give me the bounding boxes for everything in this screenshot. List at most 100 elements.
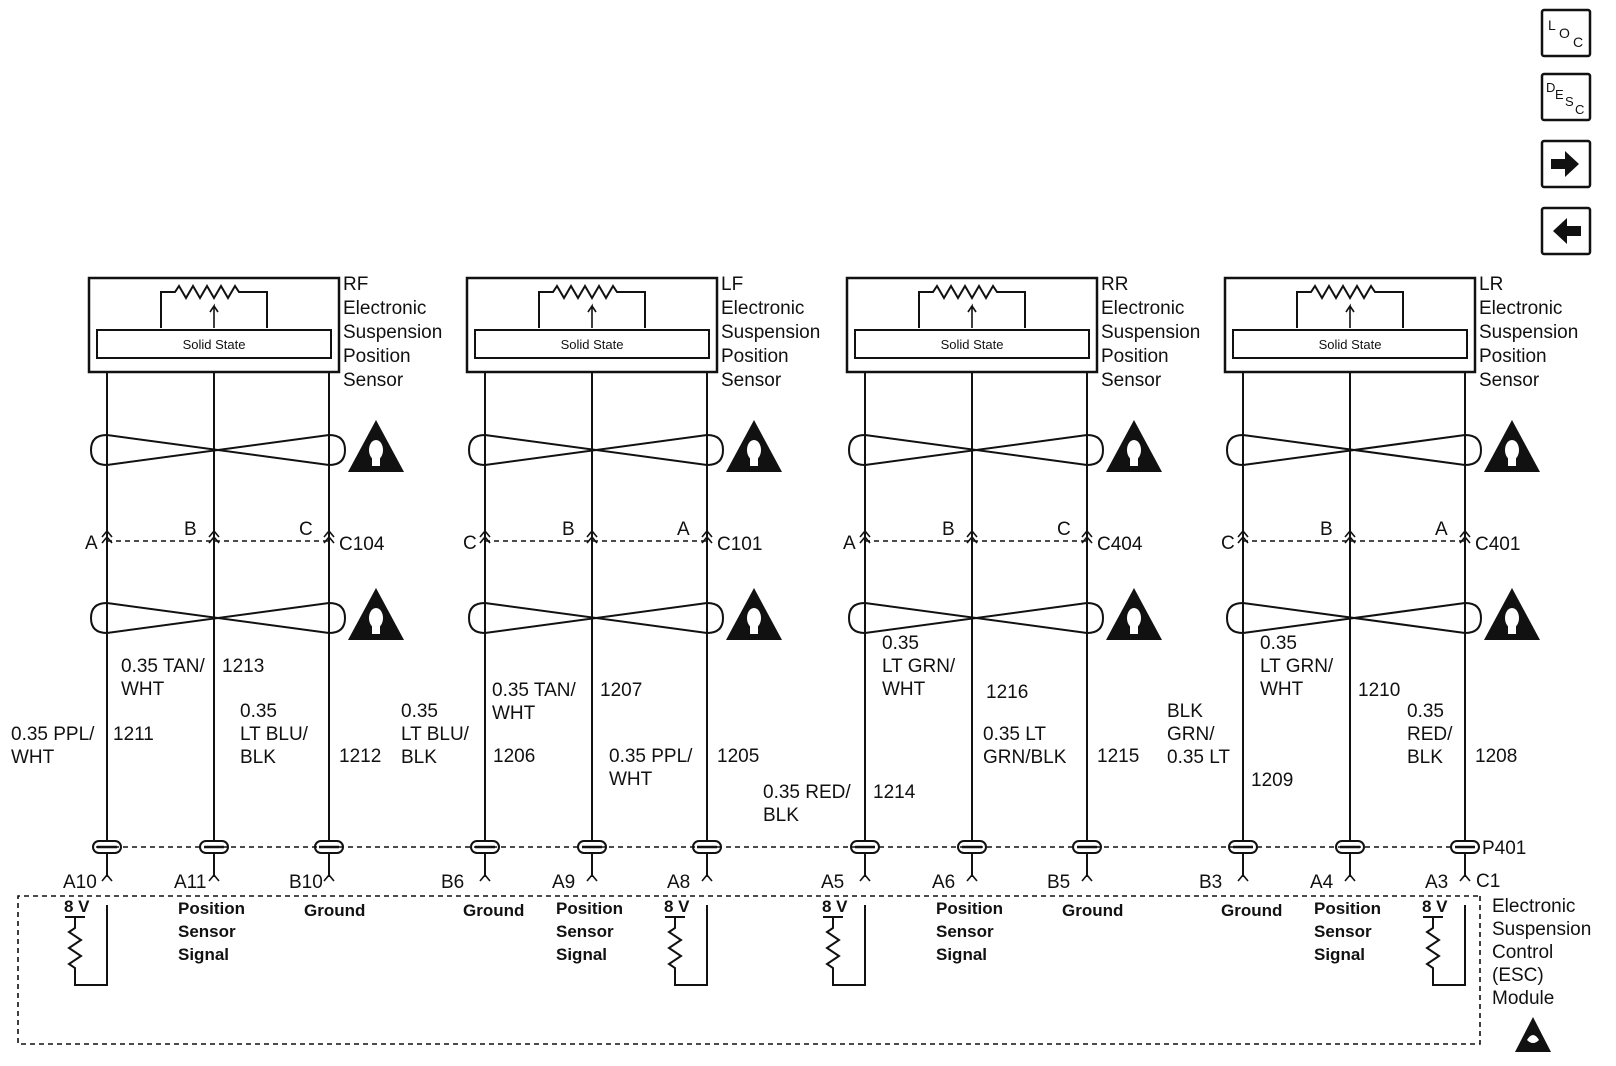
caution-icon[interactable]: [726, 420, 782, 472]
module-pin-label: A11: [174, 872, 206, 893]
description-button[interactable]: D E S C: [1540, 72, 1592, 122]
pin-chevron-icon: [859, 529, 871, 544]
previous-page-button[interactable]: [1540, 206, 1592, 256]
pin-letter: B: [562, 519, 575, 540]
wire-label: 0.35 PPL/WHT 1211: [11, 724, 154, 768]
pin-letter: A: [677, 519, 690, 540]
pin-letter: A: [85, 533, 98, 554]
pin-chevron-icon: [479, 529, 491, 544]
pin-chevron-icon: [966, 529, 978, 544]
wire-color-line: 0.35 LT: [1167, 747, 1230, 768]
pin-chevron-icon: [101, 873, 113, 882]
location-button[interactable]: L O C: [1540, 8, 1592, 58]
wire-color-line: RED/: [1407, 724, 1453, 745]
twisted-pair-symbol: [1225, 433, 1483, 467]
caution-icon[interactable]: [348, 588, 404, 640]
solid-state-block: [474, 329, 710, 359]
pin-chevron-icon: [208, 873, 220, 882]
wire-color-line: WHT: [882, 679, 926, 700]
wire-color-line: LT BLU/: [401, 724, 470, 745]
module-pin-label: A6: [932, 872, 955, 893]
circuit-number: 1210: [1358, 680, 1400, 701]
pin-chevron-icon: [966, 873, 978, 882]
sensor-name-line: LR: [1479, 274, 1503, 295]
pullup-resistor-symbol: [825, 905, 866, 986]
module-pin-label: B5: [1047, 872, 1070, 893]
pin-letter: C: [1221, 533, 1235, 554]
solid-state-label: Solid State: [1319, 337, 1382, 352]
sensor-name-line: RR: [1101, 274, 1128, 295]
c1-label: C1: [1476, 871, 1500, 892]
sensor-name-line: Position: [343, 346, 411, 367]
twisted-pair-symbol: [89, 601, 347, 635]
pin-chevron-icon: [479, 873, 491, 882]
wire-color-line: BLK: [763, 805, 799, 826]
wire-color-line: WHT: [492, 703, 536, 724]
wire-color-line: WHT: [11, 747, 55, 768]
solid-state-block: [1232, 329, 1468, 359]
circuit-number: 1205: [717, 746, 759, 767]
solid-state-label: Solid State: [183, 337, 246, 352]
pin-chevron-icon: [323, 873, 335, 882]
caution-icon[interactable]: [1484, 588, 1540, 640]
ground-label: Ground: [304, 901, 365, 920]
signal-line: Sensor: [936, 922, 994, 941]
pin-letter: A: [1435, 519, 1448, 540]
wiper-arrow-icon: [1345, 303, 1355, 328]
pin-chevron-icon: [323, 529, 335, 544]
caution-icon[interactable]: [1106, 420, 1162, 472]
pin-chevron-icon: [1344, 873, 1356, 882]
signal-line: Sensor: [1314, 922, 1372, 941]
wire-color-line: 0.35: [1407, 701, 1444, 722]
caution-icon[interactable]: [1484, 420, 1540, 472]
pin-letter: C: [463, 533, 477, 554]
wire-color-line: GRN/BLK: [983, 747, 1067, 768]
inline-terminal-icon: [692, 840, 722, 854]
caution-icon[interactable]: [726, 588, 782, 640]
sensor-name-line: Suspension: [721, 322, 820, 343]
pin-chevron-icon: [701, 873, 713, 882]
pin-chevron-icon: [208, 529, 220, 544]
sensor-name-line: LF: [721, 274, 743, 295]
twisted-pair-symbol: [467, 433, 725, 467]
potentiometer-symbol: [918, 284, 1026, 328]
circuit-number: 1207: [600, 680, 642, 701]
wire-color-line: LT BLU/: [240, 724, 309, 745]
caution-icon[interactable]: [348, 420, 404, 472]
caution-icon[interactable]: [1106, 588, 1162, 640]
wire-color-line: 0.35 PPL/: [11, 724, 95, 745]
sensor-name-line: Sensor: [1479, 370, 1540, 391]
next-page-button[interactable]: [1540, 139, 1592, 189]
pin-chevron-icon: [1459, 529, 1471, 544]
svg-text:Control: Control: [1492, 942, 1553, 963]
sensor-name-line: Suspension: [1479, 322, 1578, 343]
circuit-number: 1211: [113, 724, 154, 745]
svg-text:Suspension: Suspension: [1492, 919, 1591, 940]
sensor-group-rf: Solid StateRFElectronicSuspensionPositio…: [11, 274, 442, 986]
circuit-number: 1216: [986, 682, 1028, 703]
wire-color-line: 0.35 TAN/: [121, 656, 206, 677]
twisted-pair-symbol: [847, 601, 1105, 635]
sensor-name-line: Sensor: [1101, 370, 1162, 391]
pin-chevron-icon: [101, 529, 113, 544]
ground-label: Ground: [463, 901, 524, 920]
solid-state-block: [854, 329, 1090, 359]
solid-state-block: [96, 329, 332, 359]
module-pin-label: A9: [552, 872, 575, 893]
potentiometer-symbol: [538, 284, 646, 328]
sensor-name-line: Position: [1479, 346, 1547, 367]
pin-chevron-icon: [1081, 873, 1093, 882]
potentiometer-symbol: [160, 284, 268, 328]
wire-color-line: WHT: [121, 679, 165, 700]
wire-color-line: BLK: [240, 747, 276, 768]
ground-label: Ground: [1221, 901, 1282, 920]
module-pin-label: B3: [1199, 872, 1222, 893]
sensor-name-line: Electronic: [1101, 298, 1184, 319]
